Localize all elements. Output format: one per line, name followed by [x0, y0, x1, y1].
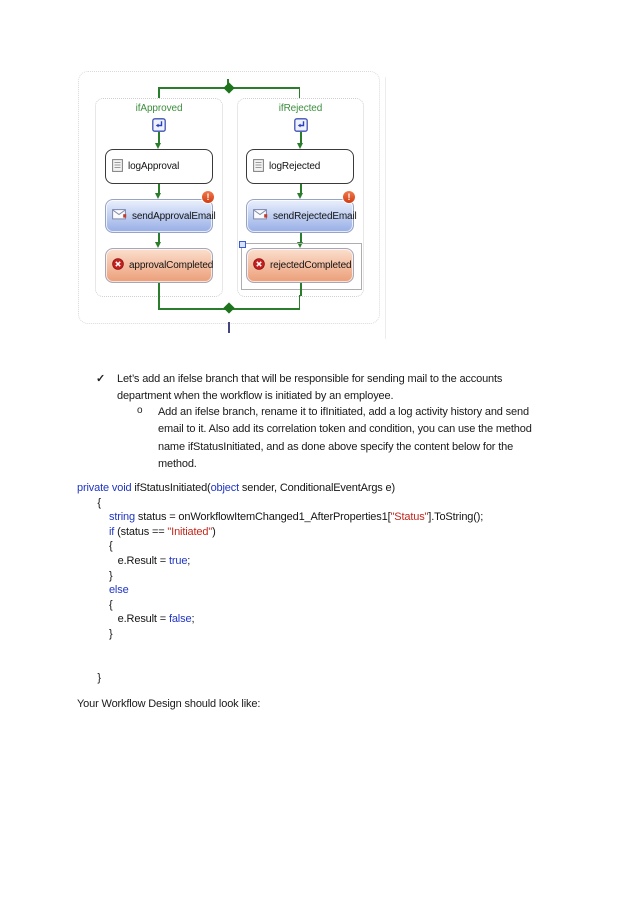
arrowhead [155, 143, 161, 149]
activity-label: logRejected [269, 161, 321, 172]
code-line: string status = onWorkflowItemChanged1_A… [108, 511, 484, 524]
code-line [77, 642, 483, 657]
code-line: { [77, 496, 101, 509]
activity-label: sendRejectedEmail [273, 210, 357, 222]
error-badge-icon: ! [202, 191, 214, 203]
right-branch-join-line [298, 295, 300, 309]
branch-title: ifApproved [135, 103, 183, 114]
code-line: e.Result = true; [77, 554, 191, 567]
terminate-icon [253, 258, 265, 273]
arrowhead [155, 242, 161, 248]
activity-sendrejectedemail: sendRejectedEmail [246, 199, 357, 233]
connector-line [300, 132, 302, 143]
connector-line [300, 184, 302, 193]
code-block: private void ifStatusInitiated(object se… [77, 481, 483, 685]
activity-label: sendApprovalEmail [132, 210, 216, 222]
activity-approvalcompleted: approvalCompleted [105, 248, 213, 283]
ifelse-branch-icon [152, 118, 166, 137]
email-icon [253, 209, 268, 223]
activity-sendapprovalemail: sendApprovalEmail [105, 199, 216, 233]
code-line [77, 656, 483, 671]
activity-rejectedcompleted: rejectedCompleted [246, 248, 354, 283]
left-branch-join-line [158, 295, 160, 309]
activity-label: logApproval [128, 161, 180, 172]
sub-instruction-paragraph: Add an ifelse branch, rename it to ifIni… [158, 406, 532, 471]
code-line: } [77, 627, 113, 640]
selection-rectangle [239, 241, 362, 290]
arrowhead [297, 193, 303, 199]
code-line: } [77, 569, 113, 582]
check-bullet-icon: ✓ [96, 373, 106, 385]
code-line: else [108, 584, 129, 597]
left-branch-drop-line [158, 87, 160, 98]
code-line: { [77, 540, 113, 553]
workflow-diagram: ifApproved lo [78, 71, 390, 343]
connector-line [158, 184, 160, 193]
code-line: } [77, 671, 101, 684]
connector-line [300, 233, 302, 242]
activity-logapproval: logApproval [105, 149, 213, 184]
right-branch-drop-line [298, 87, 300, 98]
bottom-connector-stub [228, 322, 230, 333]
log-activity-icon [112, 158, 123, 175]
footer-text: Your Workflow Design should look like: [77, 698, 261, 710]
arrowhead [155, 193, 161, 199]
code-line: { [77, 598, 113, 611]
connector-line [158, 132, 160, 143]
arrowhead [297, 242, 303, 248]
branch-title: ifRejected [278, 103, 323, 114]
circle-bullet-icon: o [137, 405, 143, 416]
ifelse-branch-icon [293, 118, 308, 137]
code-line: e.Result = false; [77, 613, 195, 626]
branch-ifrejected: ifRejected lo [237, 98, 364, 297]
email-icon [112, 209, 127, 223]
connector-line [158, 233, 160, 242]
connector-line [300, 283, 302, 296]
terminate-icon [112, 258, 124, 273]
activity-label: approvalCompleted [129, 260, 214, 271]
code-line: if (status == "Initiated") [108, 525, 216, 538]
selection-handle [239, 241, 246, 248]
error-badge-icon: ! [343, 191, 355, 203]
arrowhead [297, 143, 303, 149]
activity-logrejected: logRejected [246, 149, 354, 184]
code-line: private void ifStatusInitiated(object se… [77, 482, 396, 494]
log-activity-icon [253, 158, 264, 175]
branch-ifapproved: ifApproved lo [95, 98, 223, 297]
designer-canvas-edge [385, 77, 386, 339]
connector-line [158, 283, 160, 296]
activity-label: rejectedCompleted [270, 260, 352, 271]
instruction-paragraph: Let’s add an ifelse branch that will be … [117, 373, 503, 403]
